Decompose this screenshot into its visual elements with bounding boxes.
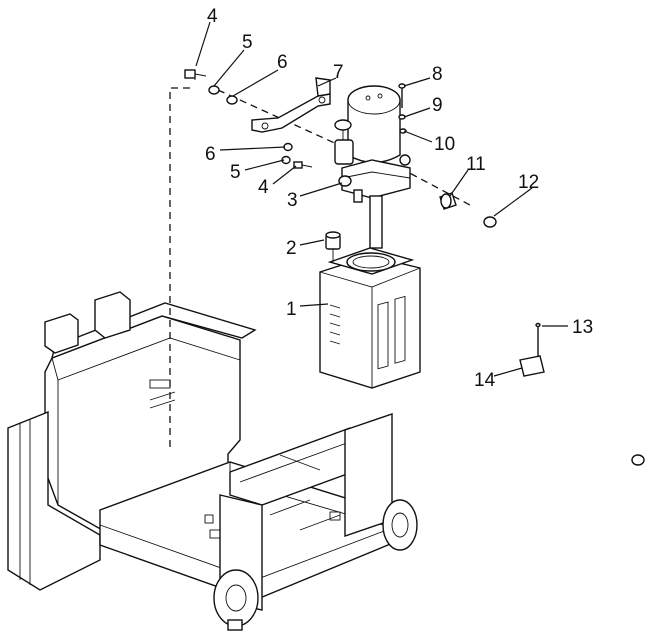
callout-3: 3 xyxy=(287,190,298,211)
callout-8: 8 xyxy=(432,64,443,85)
callout-13: 13 xyxy=(572,317,593,338)
reservoir-tank xyxy=(319,247,421,389)
callout-6-top: 6 xyxy=(277,52,288,73)
callout-6-lower: 6 xyxy=(205,144,216,165)
callout-10: 10 xyxy=(434,134,455,155)
hardware-top xyxy=(184,69,313,169)
callout-5-lower: 5 xyxy=(230,162,241,183)
pump-motor-assembly xyxy=(334,85,411,249)
callout-5-top: 5 xyxy=(242,32,253,53)
callout-7: 7 xyxy=(333,62,344,83)
hose-12 xyxy=(483,216,645,466)
leader-lines xyxy=(195,21,568,377)
callout-11: 11 xyxy=(466,154,486,175)
callout-9: 9 xyxy=(432,95,443,116)
fitting-11 xyxy=(439,192,457,210)
callout-12: 12 xyxy=(518,172,539,193)
filler-cap-2 xyxy=(325,231,341,262)
chassis-frame xyxy=(7,291,418,631)
callout-14: 14 xyxy=(474,370,496,391)
callout-4-top: 4 xyxy=(207,6,218,27)
callout-2: 2 xyxy=(286,238,297,259)
callout-1: 1 xyxy=(286,299,297,320)
hardware-8-9-10 xyxy=(398,83,407,134)
callout-4-lower: 4 xyxy=(258,177,269,198)
callout-numbers: 4 5 6 7 8 9 10 6 5 4 3 11 12 2 1 13 14 xyxy=(205,6,593,391)
